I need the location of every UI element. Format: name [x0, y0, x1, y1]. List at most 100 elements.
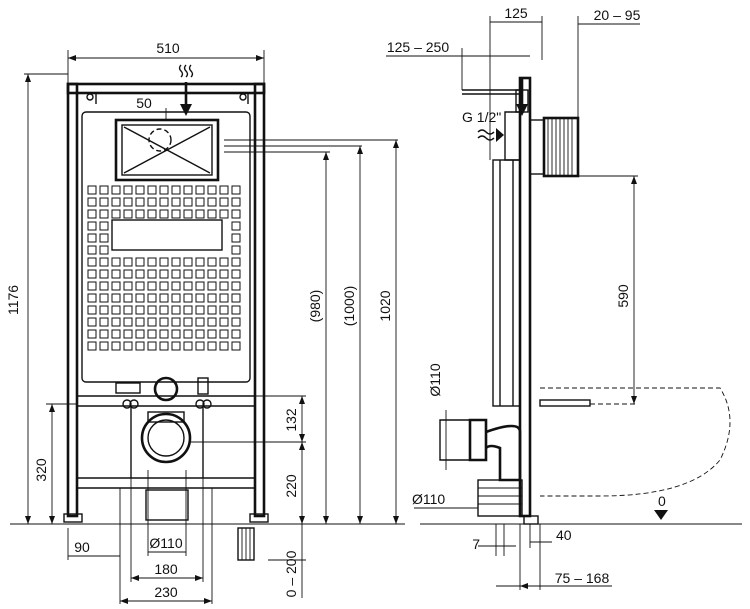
label-d110-top: Ø110 [427, 363, 443, 396]
grid-cell [99, 305, 109, 315]
grid-cell [171, 329, 181, 339]
grid-cell [183, 317, 193, 327]
grid-cell [183, 197, 193, 207]
label-980: (980) [307, 290, 323, 323]
dimension-width-510: 510 [67, 40, 265, 84]
label-1176: 1176 [5, 285, 21, 315]
grid-cell [207, 317, 217, 327]
label-0-200: 0 – 200 [283, 550, 299, 597]
dimension-widths-bottom: 90 Ø110 180 230 [67, 470, 213, 604]
grid-cell [135, 341, 145, 351]
grid-cell [99, 257, 109, 267]
label-125: 125 [504, 5, 528, 21]
grid-cell [183, 281, 193, 291]
label-320: 320 [33, 458, 49, 482]
grid-cell [207, 341, 217, 351]
grid-cell [183, 329, 193, 339]
grid-cell [111, 269, 121, 279]
grid-cell [135, 185, 145, 195]
grid-cell [207, 305, 217, 315]
grid-cell [231, 209, 241, 219]
grid-cell [147, 329, 157, 339]
water-inlet-arrow-side [477, 78, 528, 142]
grid-cell [123, 209, 133, 219]
grid-cell [135, 269, 145, 279]
label-g12: G 1/2" [462, 109, 501, 125]
grid-cell [159, 185, 169, 195]
grid-cell [171, 269, 181, 279]
grid-cell [135, 209, 145, 219]
grid-cell [195, 197, 205, 207]
dimension-height-320: 320 [33, 403, 77, 524]
dimension-side-diameters: Ø110 Ø110 [412, 363, 478, 509]
grid-cell [99, 233, 109, 243]
grid-cell [111, 341, 121, 351]
grid-cell [159, 209, 169, 219]
grid-cell [219, 281, 229, 291]
grid-cell [171, 305, 181, 315]
grid-cell [87, 233, 97, 243]
grid-cell [99, 221, 109, 231]
grid-cell [99, 269, 109, 279]
dimension-side-top: 125 20 – 95 125 – 250 G 1/2" [386, 5, 641, 160]
grid-cell [231, 341, 241, 351]
grid-cell [111, 257, 121, 267]
grid-cell [87, 209, 97, 219]
grid-cell [219, 185, 229, 195]
grid-cell [183, 185, 193, 195]
grid-cell [159, 293, 169, 303]
grid-cell [123, 257, 133, 267]
grid-cell [231, 317, 241, 327]
grid-cell [207, 197, 217, 207]
grid-cell [171, 209, 181, 219]
grid-cell [147, 185, 157, 195]
label-zero: 0 [658, 493, 666, 509]
grid-cell [171, 257, 181, 267]
label-75-168: 75 – 168 [555, 570, 610, 586]
grid-cell [219, 197, 229, 207]
grid-cell [183, 341, 193, 351]
grid-cell [135, 317, 145, 327]
grid-cell [111, 197, 121, 207]
grid-cell [207, 281, 217, 291]
grid-cell [99, 293, 109, 303]
grid-cell [159, 305, 169, 315]
grid-cell [159, 257, 169, 267]
grid-cell [171, 197, 181, 207]
grid-cell [87, 257, 97, 267]
grid-cell [183, 305, 193, 315]
grid-cell [183, 209, 193, 219]
grid-cell [219, 269, 229, 279]
label-d110-bottom: Ø110 [412, 491, 445, 507]
grid-cell [207, 329, 217, 339]
grid-cell [147, 293, 157, 303]
grid-cell [171, 341, 181, 351]
label-90: 90 [74, 539, 90, 555]
grid-cell [195, 341, 205, 351]
dimension-side-bottom: 7 40 75 – 168 [472, 524, 612, 590]
grid-cell [147, 317, 157, 327]
grid-cell [183, 257, 193, 267]
grid-cell [111, 209, 121, 219]
grid-cell [183, 293, 193, 303]
grid-cell [87, 245, 97, 255]
grid-cell [147, 305, 157, 315]
grid-cell [219, 317, 229, 327]
grid-cell [87, 293, 97, 303]
grid-cell [231, 185, 241, 195]
grid-cell [231, 257, 241, 267]
label-1020: 1020 [377, 290, 393, 321]
grid-cell [147, 257, 157, 267]
grid-cell [135, 305, 145, 315]
grid-cell [111, 185, 121, 195]
grid-cell [111, 329, 121, 339]
grid-cell [135, 197, 145, 207]
grid-cell [231, 305, 241, 315]
grid-cell [195, 257, 205, 267]
grid-cell [147, 197, 157, 207]
grid-cell [231, 293, 241, 303]
grid-cell [123, 305, 133, 315]
dimension-height-1176: 1176 [5, 73, 68, 524]
floor-zero-marker: 0 [654, 493, 668, 520]
